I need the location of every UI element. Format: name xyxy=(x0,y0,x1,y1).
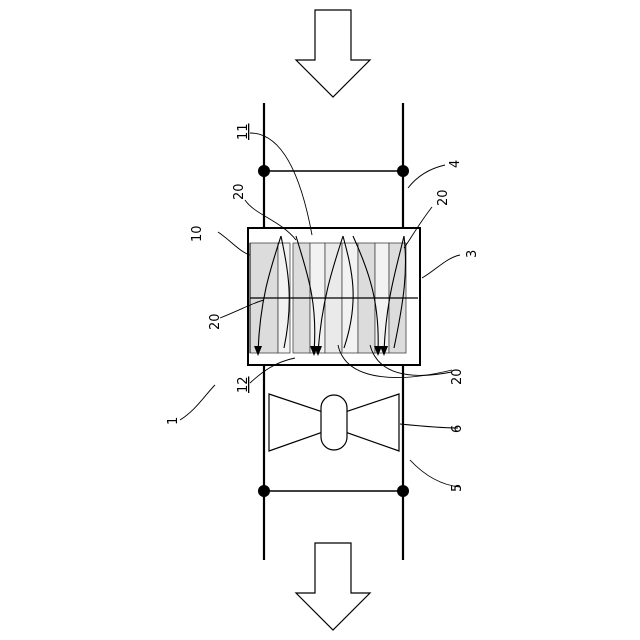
label-fan: 6 xyxy=(450,425,465,433)
lower-duct-frame xyxy=(258,485,409,497)
label-upper-duct: 4 xyxy=(448,160,463,168)
label-fin-a: 20 xyxy=(232,183,247,200)
outlet-flow-arrow xyxy=(296,543,370,630)
fin-rows xyxy=(250,243,418,353)
label-casing: 3 xyxy=(465,250,480,258)
fan-symbol xyxy=(269,394,399,451)
label-fin-d: 20 xyxy=(450,368,465,385)
label-fin-c: 20 xyxy=(208,313,223,330)
label-lower-duct: 5 xyxy=(450,484,465,492)
label-inlet-space: 11 xyxy=(236,123,251,140)
label-apparatus: 1 xyxy=(166,417,181,425)
inlet-flow-arrow xyxy=(296,10,370,97)
label-heat-exchanger: 10 xyxy=(190,225,205,242)
label-fin-b: 20 xyxy=(436,189,451,206)
upper-duct-frame xyxy=(258,165,409,177)
label-outlet-space: 12 xyxy=(236,376,251,393)
